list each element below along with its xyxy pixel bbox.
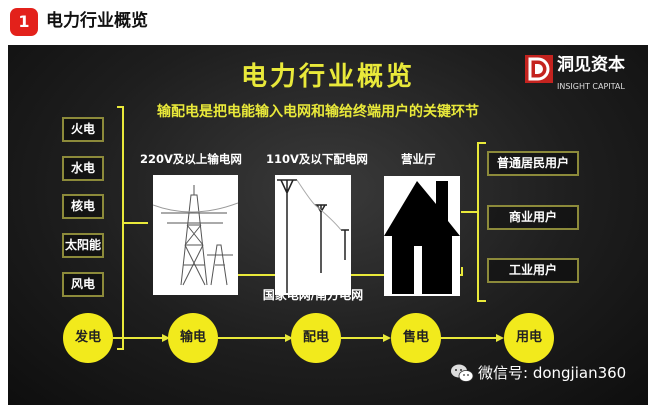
infographic-panel: 电力行业概览 输配电是把电能输入电网和输给终端用户的关键环节 洞见资本 INSI… (8, 45, 648, 405)
slide-title: 电力行业概览 (240, 62, 415, 92)
user-box: 商业用户 (487, 205, 579, 230)
source-box: 火电 (62, 117, 104, 142)
slide-subtitle: 输配电是把电能输入电网和输给终端用户的关键环节 (157, 104, 479, 120)
logo-d-icon (525, 55, 553, 83)
business-hall-house-image (384, 176, 460, 296)
logo-english: INSIGHT CAPITAL (557, 82, 625, 91)
chain-step-distribution: 配电 (291, 313, 341, 363)
network-label: 220V及以上输电网 (140, 152, 242, 166)
chain-step-generation: 发电 (63, 313, 113, 363)
source-box: 核电 (62, 194, 104, 219)
left-bracket (117, 106, 124, 350)
source-box: 水电 (62, 156, 104, 181)
network-label: 110V及以下配电网 (266, 152, 368, 166)
chain-step-transmission: 输电 (168, 313, 218, 363)
wechat-watermark: 微信号: dongjian360 (478, 364, 627, 382)
chain-step-consumption: 用电 (504, 313, 554, 363)
distribution-pole-image (275, 175, 351, 295)
section-number-badge: 1 (10, 8, 38, 36)
grid-operator-label: 国家电网/南方电网 (262, 288, 364, 302)
chain-arrowheads (162, 334, 504, 342)
network-label: 营业厅 (401, 152, 436, 166)
transmission-tower-image (153, 175, 238, 295)
user-box: 普通居民用户 (487, 151, 579, 176)
wechat-icon (451, 364, 474, 382)
source-box: 风电 (62, 272, 104, 297)
user-box: 工业用户 (487, 258, 579, 283)
source-box: 太阳能 (62, 233, 104, 258)
right-bracket (477, 142, 486, 302)
section-title: 电力行业概览 (46, 11, 148, 31)
logo-name: 洞见资本 (557, 55, 625, 75)
chain-step-retail: 售电 (391, 313, 441, 363)
